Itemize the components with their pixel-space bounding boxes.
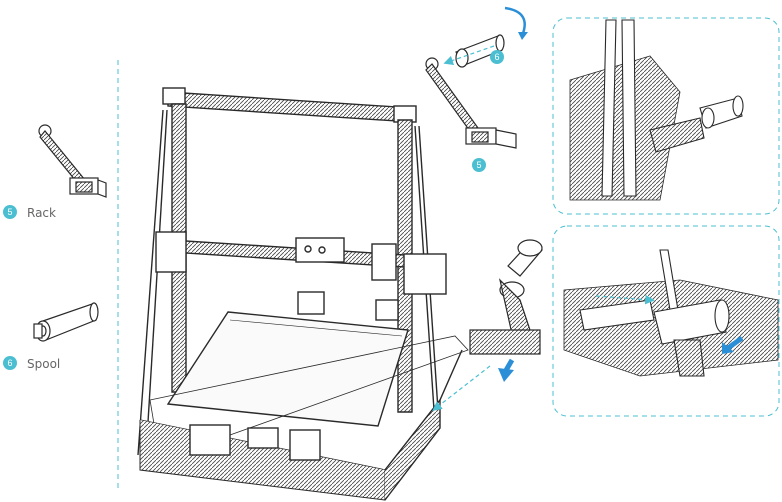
rack-step-badge: 5 — [472, 158, 486, 172]
rotate-arrow — [505, 8, 525, 36]
printer-frame — [138, 88, 468, 500]
rack-part-illustration — [39, 125, 106, 197]
rack-mounting — [470, 240, 542, 354]
mount-guide-line — [436, 366, 490, 408]
spool-step-badge: 6 — [490, 50, 504, 64]
rack-number-badge: 5 — [3, 205, 17, 219]
spool-number-badge: 6 — [3, 356, 17, 370]
rack-label: Rack — [27, 206, 56, 220]
spool-label: Spool — [27, 357, 60, 371]
spool-part-illustration — [34, 303, 98, 341]
